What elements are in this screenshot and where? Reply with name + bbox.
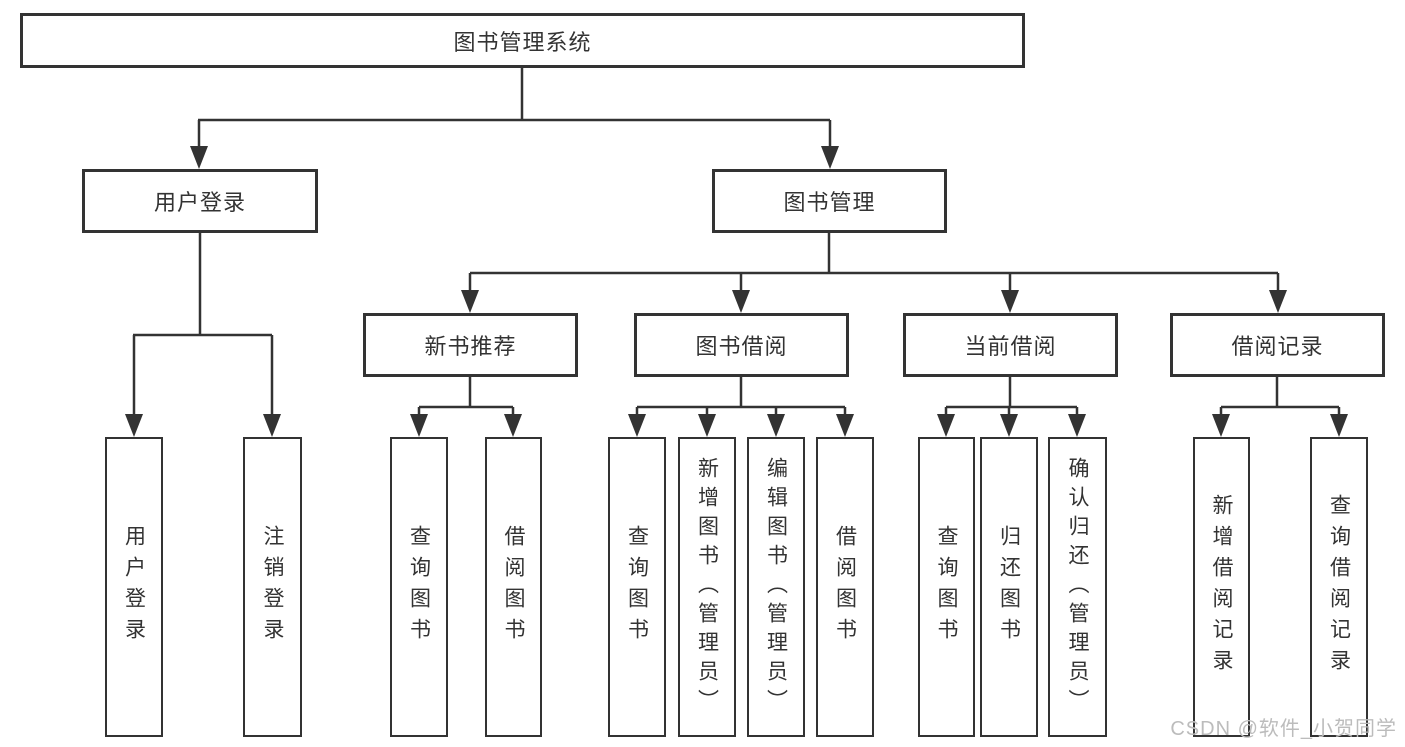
leaf-label: 新增图书（管理员） (695, 456, 719, 718)
leaf-label: 确认归还（管理员） (1066, 456, 1089, 718)
node-label: 图书管理系统 (453, 29, 592, 55)
node-borrowing-records: 借阅记录 (1170, 313, 1385, 377)
leaf-recommend-borrow-books: 借阅图书 (485, 437, 542, 737)
leaf-label: 新增借阅记录 (1210, 494, 1233, 680)
node-label: 用户登录 (153, 190, 246, 215)
leaf-current-query-books: 查询图书 (918, 437, 975, 737)
leaf-label: 用户登录 (122, 525, 146, 649)
leaf-borrowing-edit-books-admin: 编辑图书（管理员） (747, 437, 805, 737)
node-label: 图书管理 (783, 190, 876, 215)
leaf-label: 查询图书 (407, 525, 431, 649)
leaf-records-add-borrow-record: 新增借阅记录 (1193, 437, 1250, 737)
leaf-user-login: 用户登录 (105, 437, 163, 737)
leaf-label: 查询图书 (625, 525, 649, 649)
leaf-label: 借阅图书 (833, 525, 857, 649)
node-label: 图书借阅 (695, 334, 788, 359)
leaf-label: 归还图书 (997, 525, 1021, 649)
leaf-label: 借阅图书 (502, 525, 525, 649)
leaf-records-query-borrow-record: 查询借阅记录 (1310, 437, 1368, 737)
leaf-current-confirm-return-admin: 确认归还（管理员） (1048, 437, 1107, 737)
node-library-management-system: 图书管理系统 (20, 13, 1025, 68)
node-new-book-recommendation: 新书推荐 (363, 313, 578, 377)
leaf-label: 查询图书 (935, 525, 958, 649)
leaf-logout: 注销登录 (243, 437, 302, 737)
node-user-login: 用户登录 (82, 169, 318, 233)
node-book-borrowing: 图书借阅 (634, 313, 849, 377)
leaf-borrowing-borrow-books: 借阅图书 (816, 437, 874, 737)
node-label: 新书推荐 (424, 334, 517, 359)
leaf-label: 编辑图书（管理员） (764, 456, 788, 718)
leaf-current-return-books: 归还图书 (980, 437, 1038, 737)
leaf-borrowing-query-books: 查询图书 (608, 437, 666, 737)
node-current-borrowing: 当前借阅 (903, 313, 1118, 377)
leaf-recommend-query-books: 查询图书 (390, 437, 448, 737)
node-label: 当前借阅 (964, 334, 1057, 359)
leaf-label: 注销登录 (261, 525, 284, 649)
node-label: 借阅记录 (1231, 334, 1324, 359)
csdn-watermark: CSDN @软件_小贺同学 (1170, 718, 1397, 740)
node-book-management: 图书管理 (712, 169, 947, 233)
leaf-borrowing-add-books-admin: 新增图书（管理员） (678, 437, 736, 737)
leaf-label: 查询借阅记录 (1327, 494, 1351, 680)
